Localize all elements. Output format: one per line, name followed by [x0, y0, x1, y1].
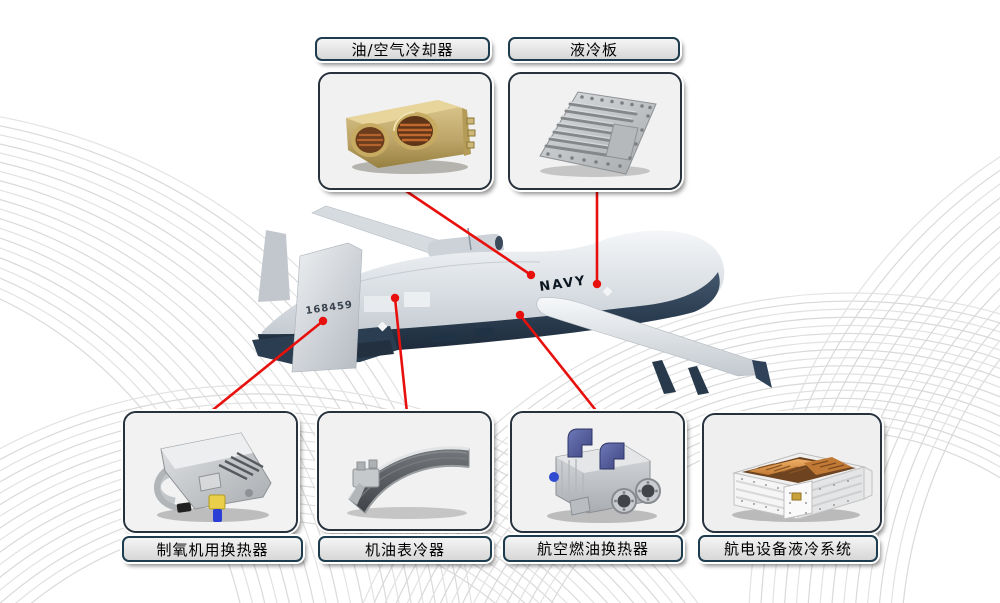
leader-line-oxygen-generator-heat-exchanger	[208, 319, 324, 415]
callout-label-text: 航空燃油换热器	[536, 540, 649, 558]
engine-oil-cooler-photo	[317, 411, 492, 531]
callout-label-text: 机油表冷器	[364, 540, 445, 559]
callout-label-text: 航电设备液冷系统	[723, 540, 852, 558]
callout-label-aviation-fuel-heat-exchanger: 航空燃油换热器	[503, 535, 683, 562]
leader-lines	[208, 187, 602, 415]
aircraft-navy-marking: NAVY	[538, 273, 587, 294]
oxygen-generator-heat-exchanger-photo	[123, 411, 298, 533]
leader-line-engine-oil-cooler	[393, 297, 409, 414]
oil-air-cooler-photo	[318, 72, 492, 190]
callout-label-avionics-liquid-cooling-system: 航电设备液冷系统	[698, 535, 878, 562]
callout-label-text: 油/空气冷却器	[351, 40, 454, 59]
leader-line-oil-air-cooler	[402, 187, 532, 277]
leader-line-aviation-fuel-heat-exchanger	[518, 314, 600, 414]
callout-label-oxygen-generator-heat-exchanger: 制氧机用换热器	[122, 536, 303, 562]
liquid-cooling-plate-photo	[508, 72, 682, 190]
avionics-liquid-cooling-system-photo	[702, 413, 882, 533]
callout-label-oil-air-cooler: 油/空气冷却器	[315, 37, 490, 61]
aviation-fuel-heat-exchanger-photo	[510, 411, 685, 533]
callout-label-text: 制氧机用换热器	[156, 540, 269, 559]
callout-label-liquid-cooling-plate: 液冷板	[508, 37, 680, 61]
callout-label-engine-oil-cooler: 机油表冷器	[318, 536, 492, 562]
callout-label-text: 液冷板	[569, 40, 618, 59]
aircraft-illustration: 168459 NAVY	[252, 205, 772, 395]
